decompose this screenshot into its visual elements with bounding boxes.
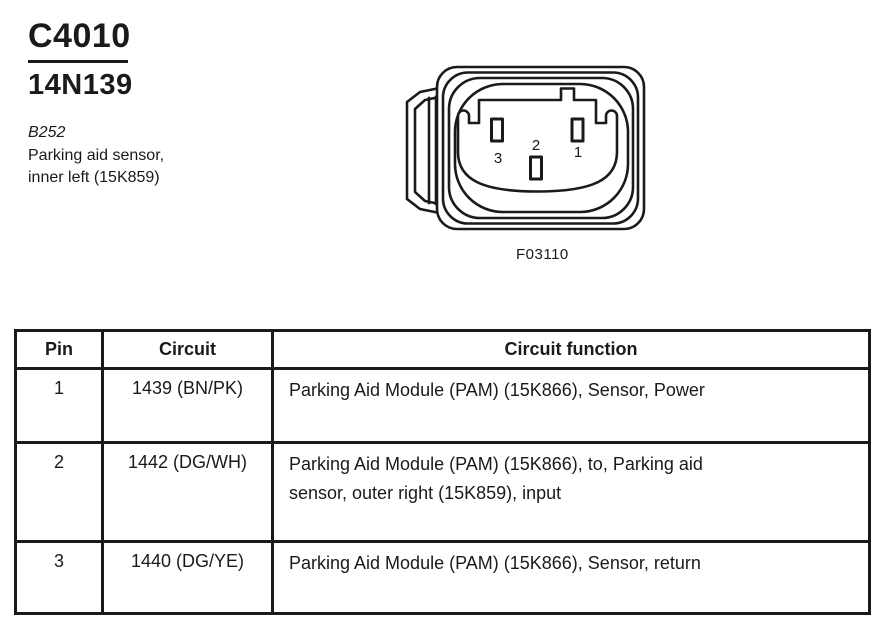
location-code: B252 <box>28 124 66 141</box>
pin-slot-2 <box>529 155 543 181</box>
pin-slots <box>490 117 585 181</box>
function-cell: Parking Aid Module (PAM) (15K866), Senso… <box>271 540 871 615</box>
table-row: 1 1439 (BN/PK) Parking Aid Module (PAM) … <box>14 367 871 444</box>
pin-number-labels: 3 2 1 <box>494 137 582 167</box>
function-line: Parking Aid Module (PAM) (15K866), Senso… <box>289 380 705 400</box>
pin-label-1: 1 <box>574 144 582 161</box>
header-circuit: Circuit <box>101 329 274 370</box>
pin-cell: 2 <box>14 441 104 543</box>
pin-cell: 1 <box>14 367 104 444</box>
function-line: Parking Aid Module (PAM) (15K866), Senso… <box>289 553 701 573</box>
title-underline <box>28 60 128 63</box>
figure-label: F03110 <box>516 246 569 263</box>
connector-id: C4010 <box>28 17 131 55</box>
pin-slot-3 <box>490 117 504 143</box>
pin-label-2: 2 <box>532 137 540 154</box>
connector-face-diagram: 3 2 1 <box>405 65 646 231</box>
part-number: 14N139 <box>28 69 133 101</box>
function-cell: Parking Aid Module (PAM) (15K866), to, P… <box>271 441 871 543</box>
circuit-cell: 1440 (DG/YE) <box>101 540 274 615</box>
header-circuit-function: Circuit function <box>271 329 871 370</box>
circuit-cell: 1442 (DG/WH) <box>101 441 274 543</box>
function-line: sensor, outer right (15K859), input <box>289 483 562 503</box>
header-pin: Pin <box>14 329 104 370</box>
pin-cell: 3 <box>14 540 104 615</box>
table-row: 3 1440 (DG/YE) Parking Aid Module (PAM) … <box>14 540 871 615</box>
cavity-outline <box>456 87 619 193</box>
function-cell: Parking Aid Module (PAM) (15K866), Senso… <box>271 367 871 444</box>
pin-slot-1 <box>570 117 585 143</box>
pin-label-3: 3 <box>494 150 502 167</box>
table-row: 2 1442 (DG/WH) Parking Aid Module (PAM) … <box>14 441 871 543</box>
connector-description: Parking aid sensor, inner left (15K859) <box>28 145 164 189</box>
function-line: Parking Aid Module (PAM) (15K866), to, P… <box>289 454 703 474</box>
description-line-2: inner left (15K859) <box>28 169 160 186</box>
circuit-cell: 1439 (BN/PK) <box>101 367 274 444</box>
pinout-table: Pin Circuit Circuit function 1 1439 (BN/… <box>14 329 871 615</box>
table-header-row: Pin Circuit Circuit function <box>14 329 871 370</box>
description-line-1: Parking aid sensor, <box>28 147 165 164</box>
